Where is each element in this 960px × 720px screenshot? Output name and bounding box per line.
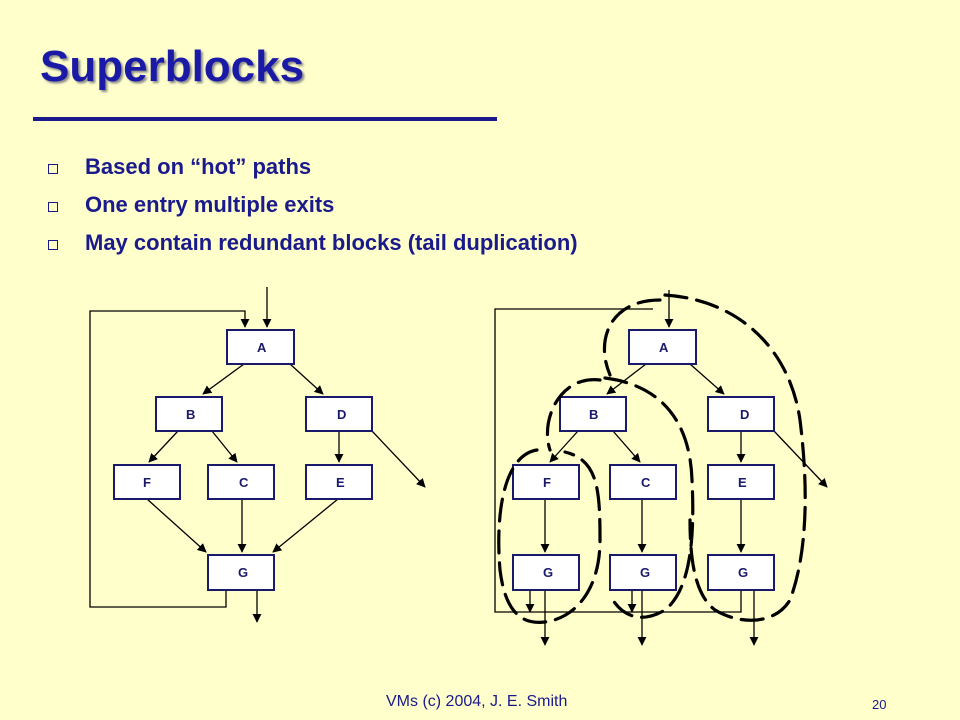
block-f: F	[113, 464, 181, 500]
edge-d-exit	[371, 430, 426, 488]
footer-credit: VMs (c) 2004, J. E. Smith	[386, 693, 568, 710]
bullet-text: May contain redundant blocks (tail dupli…	[85, 230, 578, 255]
square-bullet-icon	[48, 202, 58, 212]
block-a: A	[628, 329, 697, 365]
svg-text:G: G	[640, 565, 650, 580]
right-cfg: A B D F C E G G	[494, 290, 828, 646]
block-d: D	[707, 396, 775, 432]
title-underline	[33, 117, 497, 121]
svg-text:A: A	[659, 340, 669, 355]
edge-b-f	[549, 430, 579, 463]
svg-text:D: D	[740, 407, 749, 422]
superblock-outline-left	[497, 448, 602, 624]
bullet-text: One entry multiple exits	[85, 192, 335, 217]
slide-title: Superblocks	[40, 42, 305, 91]
edge-d-exit	[773, 430, 828, 488]
svg-text:D: D	[337, 407, 346, 422]
block-g-1: G	[512, 554, 580, 591]
edge-f-g	[146, 498, 207, 553]
bullet-text: Based on “hot” paths	[85, 154, 312, 179]
block-e: E	[305, 464, 373, 500]
svg-text:E: E	[738, 475, 747, 490]
block-d: D	[305, 396, 373, 432]
edge-b-c	[612, 430, 641, 463]
bullet-item: May contain redundant blocks (tail dupli…	[48, 224, 578, 262]
svg-text:E: E	[336, 475, 345, 490]
svg-text:G: G	[238, 565, 248, 580]
edge-b-f	[148, 430, 179, 463]
block-b: B	[559, 396, 627, 432]
block-a: A	[226, 329, 295, 365]
bullet-item: One entry multiple exits	[48, 186, 578, 224]
block-f: F	[512, 464, 580, 500]
svg-text:A: A	[257, 340, 267, 355]
svg-text:G: G	[738, 565, 748, 580]
edge-a-b	[606, 363, 647, 395]
block-g-3: G	[707, 554, 775, 591]
edge-b-c	[211, 430, 238, 463]
edge-loop-back	[89, 310, 250, 608]
block-c: C	[609, 464, 677, 500]
block-e: E	[707, 464, 775, 500]
svg-text:C: C	[641, 475, 651, 490]
superblock-outline-right	[602, 293, 807, 622]
square-bullet-icon	[48, 164, 58, 174]
svg-text:B: B	[589, 407, 598, 422]
left-cfg: A B D F C E G	[89, 287, 426, 623]
svg-text:B: B	[186, 407, 195, 422]
svg-text:C: C	[239, 475, 249, 490]
loop-outline	[494, 308, 742, 613]
svg-text:F: F	[143, 475, 151, 490]
square-bullet-icon	[48, 240, 58, 250]
edge-a-d	[689, 363, 725, 395]
bullet-item: Based on “hot” paths	[48, 148, 578, 186]
bullet-list: Based on “hot” paths One entry multiple …	[48, 148, 578, 262]
svg-text:F: F	[543, 475, 551, 490]
block-b: B	[155, 396, 223, 432]
block-g: G	[207, 554, 275, 591]
edge-a-d	[289, 363, 324, 395]
svg-text:G: G	[543, 565, 553, 580]
page-number: 20	[872, 697, 887, 712]
block-g-2: G	[609, 554, 677, 591]
block-c: C	[207, 464, 275, 500]
edge-a-b	[202, 363, 245, 395]
edge-e-g	[272, 498, 339, 553]
